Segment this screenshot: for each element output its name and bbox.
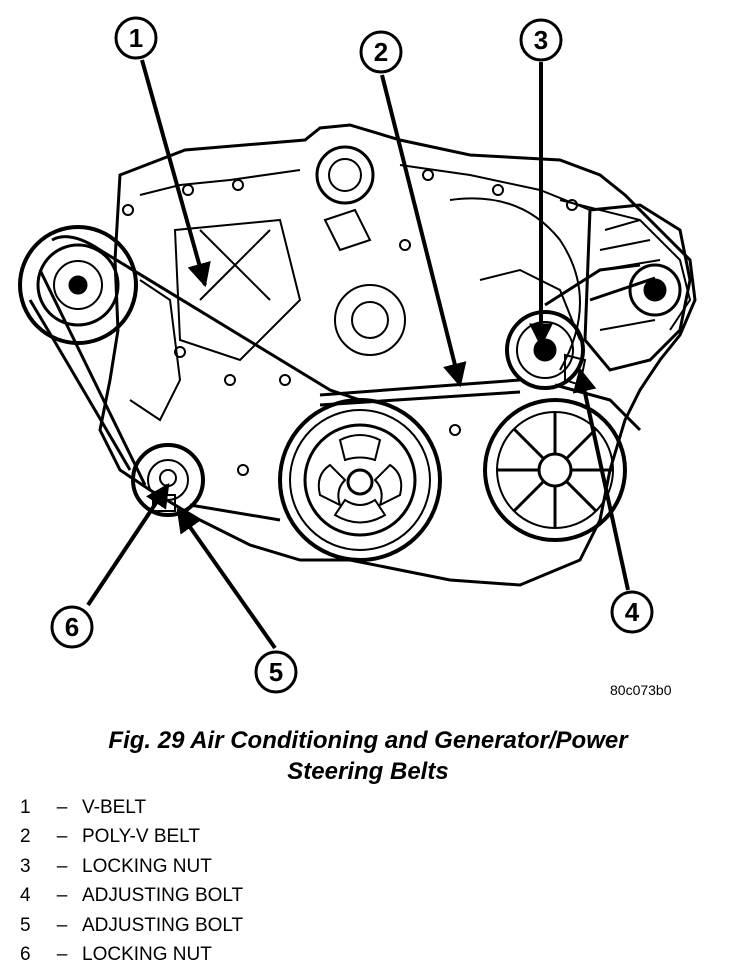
- legend-label: ADJUSTING BOLT: [82, 885, 244, 907]
- callout-6: 6: [50, 605, 94, 649]
- legend-dash: –: [56, 796, 68, 818]
- callout-3: 3: [519, 18, 563, 62]
- legend-item: 4 –ADJUSTING BOLT: [20, 882, 243, 912]
- legend-item: 5 –ADJUSTING BOLT: [20, 911, 243, 941]
- legend-label: ADJUSTING BOLT: [82, 914, 244, 936]
- callout-leaders: [86, 59, 630, 650]
- legend-item: 1 –V-BELT: [20, 793, 243, 823]
- legend-item: 2 –POLY-V BELT: [20, 823, 243, 853]
- legend-number: 4: [20, 885, 31, 907]
- callout-3-label: 3: [534, 25, 548, 55]
- caption-line-1: Fig. 29 Air Conditioning and Generator/P…: [108, 727, 628, 754]
- legend-number: 2: [20, 826, 31, 848]
- power-steering-pulley: [483, 398, 627, 542]
- poly-v-belt: [319, 263, 656, 432]
- legend-item: 3 –LOCKING NUT: [20, 852, 243, 882]
- callout-5-label: 5: [269, 657, 283, 687]
- callout-4: 4: [610, 590, 654, 634]
- legend-item: 6 –LOCKING NUT: [20, 941, 243, 971]
- tensioner-pulley: [505, 310, 587, 390]
- legend-number: 1: [20, 796, 31, 818]
- callout-6-label: 6: [65, 612, 79, 642]
- legend-dash: –: [56, 855, 68, 877]
- legend-number: 3: [20, 855, 31, 877]
- callout-2-label: 2: [374, 37, 388, 67]
- legend-dash: –: [56, 944, 68, 966]
- belt-diagram: 1 2 3 4 5 6: [18, 16, 697, 694]
- legend-label: POLY-V BELT: [82, 826, 200, 848]
- legend-dash: –: [56, 914, 68, 936]
- generator: [583, 203, 692, 372]
- legend-number: 5: [20, 914, 31, 936]
- legend-label: LOCKING NUT: [82, 855, 212, 877]
- callout-2: 2: [359, 30, 403, 74]
- caption-line-2: Steering Belts: [287, 758, 449, 785]
- legend-label: LOCKING NUT: [82, 944, 212, 966]
- callout-5: 5: [254, 650, 298, 694]
- crankshaft-pulley: [278, 398, 442, 562]
- ac-compressor-pulley: [18, 225, 138, 345]
- legend-number: 6: [20, 944, 31, 966]
- legend-list: 1–V-BELT 2–POLY-V BELT 3–LOCKING NUT 4–A…: [20, 793, 243, 970]
- callout-4-label: 4: [625, 597, 640, 627]
- legend-dash: –: [56, 885, 68, 907]
- callout-1-label: 1: [129, 23, 143, 53]
- callout-1: 1: [114, 16, 158, 60]
- legend-label: V-BELT: [82, 796, 147, 818]
- legend-dash: –: [56, 826, 68, 848]
- engine-bolts: [122, 169, 578, 476]
- figure-code: 80c073b0: [610, 682, 672, 698]
